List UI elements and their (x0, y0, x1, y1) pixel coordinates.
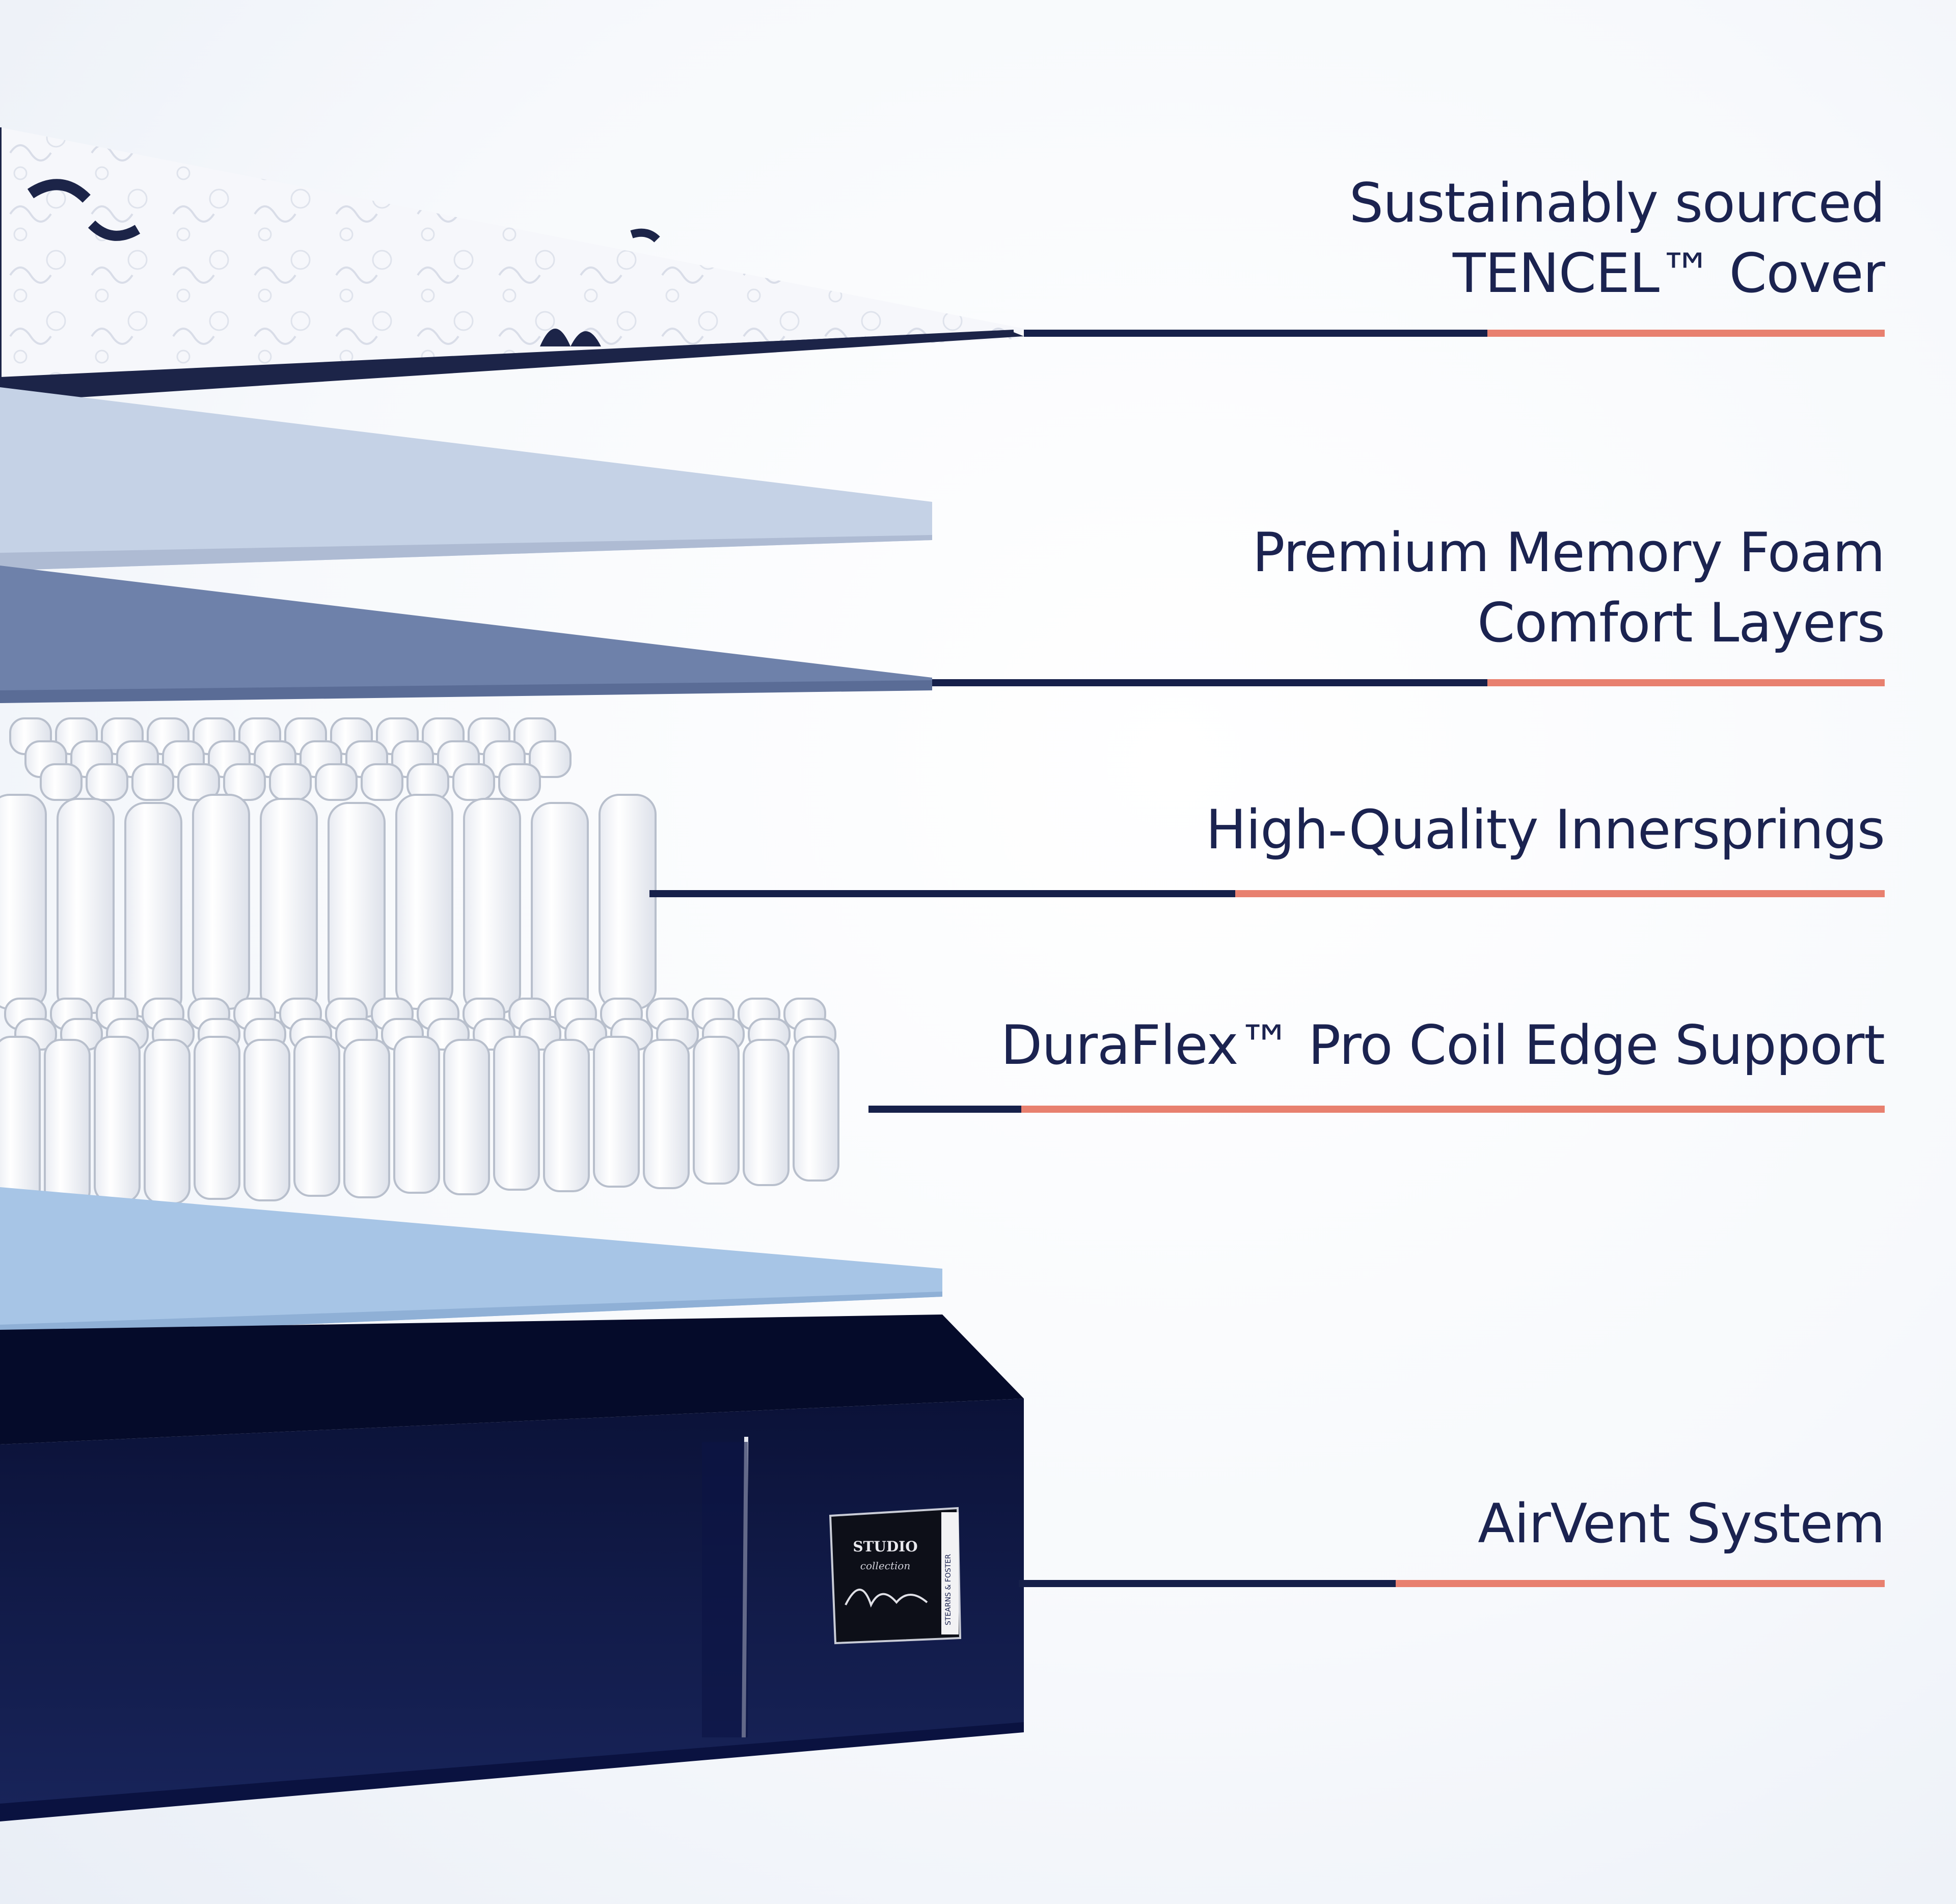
memory-foam-dark-layer (0, 566, 932, 703)
coil (328, 802, 386, 1018)
coil (131, 763, 174, 801)
label-sub-text: collection (860, 1560, 910, 1572)
brand-label: STUDIO collection STEARNS & FOSTER (829, 1507, 962, 1645)
coil (793, 1036, 839, 1182)
coil (44, 1039, 91, 1208)
coil (269, 763, 312, 801)
coil (343, 1039, 390, 1198)
coil (293, 1036, 340, 1197)
coil (315, 763, 358, 801)
callout-edge-support: DuraFlex™ Pro Coil Edge Support (764, 1010, 1885, 1081)
coil (498, 763, 541, 801)
leader-tencel-cover (1024, 330, 1885, 337)
leader-innersprings (649, 890, 1885, 897)
coil (452, 763, 495, 801)
callout-line: High-Quality Innersprings (1206, 798, 1885, 861)
callout-memory-foam: Premium Memory Foam Comfort Layers (764, 518, 1885, 658)
coil (0, 1036, 41, 1206)
coil (529, 740, 572, 778)
callout-line: AirVent System (1478, 1492, 1885, 1555)
coil (593, 1036, 640, 1188)
tencel-cover-layer (0, 127, 1024, 403)
callout-line: DuraFlex™ Pro Coil Edge Support (1000, 1014, 1885, 1077)
leader-memory-foam (932, 679, 1885, 686)
callout-line: TENCEL™ Cover (1452, 242, 1885, 305)
coil (144, 1039, 191, 1204)
coil (260, 798, 318, 1014)
coil (531, 802, 589, 1018)
coil (124, 802, 182, 1018)
callout-line: Premium Memory Foam (1252, 521, 1885, 584)
coil (0, 794, 47, 1010)
edge-support-coils (0, 998, 839, 1208)
coil (57, 798, 115, 1014)
airvent-base (0, 1315, 1024, 1821)
coil (599, 794, 657, 1010)
label-brand-text: STUDIO (853, 1538, 917, 1555)
coil (493, 1036, 540, 1191)
base-foam-layer (0, 1187, 942, 1337)
leader-airvent (1019, 1580, 1885, 1587)
coil (743, 1039, 790, 1186)
callout-line: Comfort Layers (1477, 592, 1885, 654)
innerspring-coils (0, 717, 657, 1018)
signature-mark (845, 1589, 928, 1608)
coil (94, 1036, 141, 1203)
coil (86, 763, 128, 801)
coil (194, 1036, 240, 1200)
coil (395, 794, 453, 1010)
coil (243, 1039, 290, 1201)
coil (40, 763, 83, 801)
label-side-text: STEARNS & FOSTER (944, 1554, 953, 1625)
coil (223, 763, 266, 801)
memory-foam-light-layer (0, 387, 932, 571)
coil (192, 794, 250, 1010)
coil (393, 1036, 440, 1194)
coil (693, 1036, 740, 1185)
coil (543, 1039, 590, 1192)
callout-airvent: AirVent System (764, 1489, 1885, 1559)
coil (361, 763, 403, 801)
callout-innersprings: High-Quality Innersprings (764, 795, 1885, 865)
callout-tencel-cover: Sustainably sourced TENCEL™ Cover (764, 168, 1885, 309)
callout-line: Sustainably sourced (1349, 172, 1885, 234)
coil (643, 1039, 690, 1189)
coil (443, 1039, 490, 1195)
coil (463, 798, 521, 1014)
leader-edge-support (868, 1106, 1885, 1113)
